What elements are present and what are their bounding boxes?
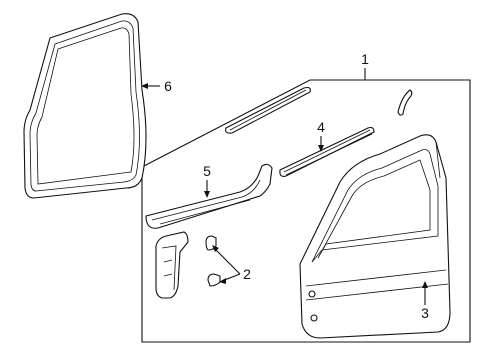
arrow-4 <box>318 145 324 152</box>
assembly-outline <box>141 79 471 343</box>
curved-seal-piece <box>397 89 413 116</box>
callout-1: 1 <box>361 51 369 67</box>
upper-molding-strip <box>225 86 311 134</box>
arrowheads <box>141 83 428 288</box>
arrow-6 <box>141 83 148 89</box>
clip-parts <box>205 235 221 287</box>
callout-labels: 1 2 3 4 5 6 <box>164 51 429 321</box>
sash-bracket-part <box>145 163 273 229</box>
hinge-bracket-part <box>155 231 189 299</box>
callout-2: 2 <box>243 266 251 282</box>
arrow-2a <box>219 278 226 284</box>
weatherstrip-part <box>23 13 147 199</box>
arrow-5 <box>204 191 210 198</box>
callout-3: 3 <box>421 305 429 321</box>
door-shell-part <box>299 134 451 339</box>
callout-4: 4 <box>317 119 325 135</box>
arrow-2b <box>212 245 219 252</box>
arrow-3 <box>422 281 428 288</box>
callout-5: 5 <box>203 163 211 179</box>
callout-6: 6 <box>164 78 172 94</box>
leader-2b <box>213 247 241 275</box>
outer-molding-part <box>279 126 375 177</box>
